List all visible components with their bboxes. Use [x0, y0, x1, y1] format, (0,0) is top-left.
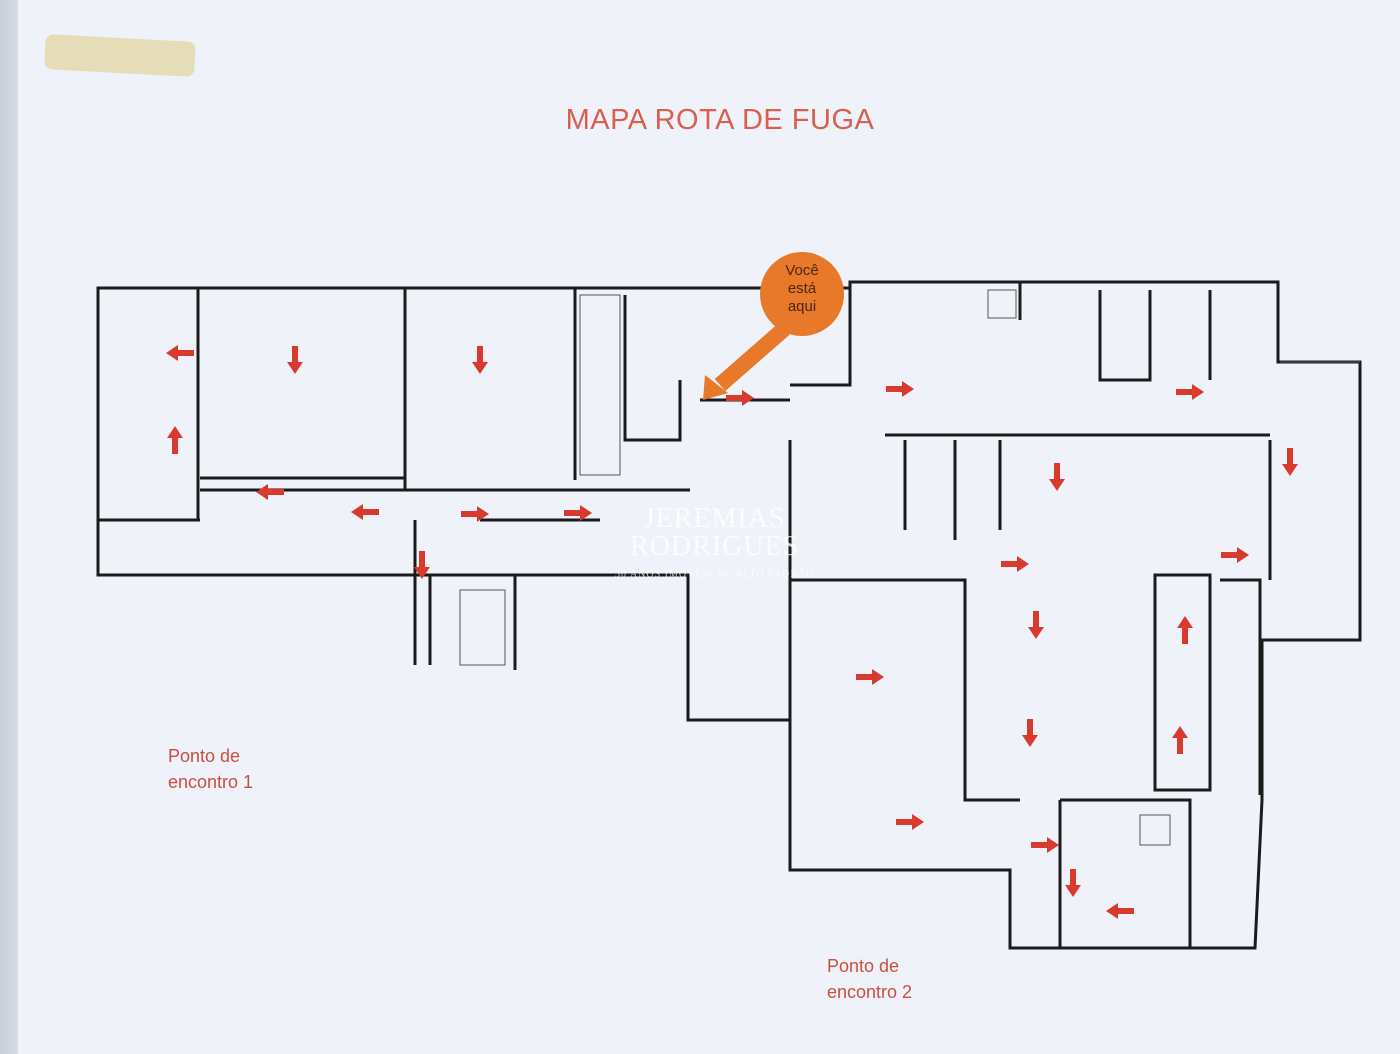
- exit-route-arrow: [1031, 837, 1059, 853]
- watermark-name: RODRIGUES: [630, 531, 800, 562]
- meeting-point-1: Ponto de encontro 1: [168, 743, 253, 795]
- interior-details: [459, 289, 1360, 846]
- watermark: JEREMIAS RODRIGUES 30 ANOS IMÓVEIS DE AL…: [615, 505, 814, 589]
- marker-text: aqui: [787, 298, 817, 315]
- marker-text: Você: [785, 262, 819, 279]
- meeting-label: encontro 2: [827, 982, 913, 1002]
- exit-route-arrow: [1028, 611, 1044, 639]
- exit-route-arrow: [1221, 547, 1249, 563]
- exit-route-arrow: [167, 426, 183, 454]
- exit-route-arrow: [1022, 719, 1038, 747]
- meeting-label: Ponto de: [168, 746, 241, 766]
- exit-route-arrow: [726, 390, 754, 406]
- exit-route-arrow: [1065, 869, 1081, 897]
- you-are-here-marker: Você está aqui: [760, 252, 844, 336]
- meeting-label: Ponto de: [827, 956, 900, 976]
- exit-route-arrow: [1177, 616, 1193, 644]
- meeting-point-2: Ponto de encontro 2: [827, 953, 912, 1005]
- exit-route-arrow: [1172, 726, 1188, 754]
- exit-route-arrow: [1106, 903, 1134, 919]
- exit-route-arrow: [1001, 556, 1029, 572]
- paper-sheet: [18, 0, 1400, 1054]
- exit-route-arrow: [472, 346, 488, 374]
- exit-route-arrow: [886, 381, 914, 397]
- marker-text: está: [787, 280, 817, 297]
- exit-route-arrow: [166, 345, 194, 361]
- you-are-here-arrowhead: [703, 375, 728, 400]
- exit-route-arrow: [1176, 384, 1204, 400]
- exit-route-arrow: [1049, 463, 1065, 491]
- watermark-tagline: 30 ANOS IMÓVEIS DE ALTO PADRÃO: [615, 569, 815, 580]
- exit-route-arrow: [564, 505, 592, 521]
- exit-route-arrow: [414, 551, 430, 579]
- evacuation-arrows: [166, 345, 1298, 919]
- exit-route-arrow: [351, 504, 379, 520]
- exit-route-arrow: [1282, 448, 1298, 476]
- map-title: MAPA ROTA DE FUGA: [565, 104, 875, 136]
- exit-route-arrow: [461, 506, 489, 522]
- watermark-name: JEREMIAS: [643, 503, 786, 534]
- exit-route-arrow: [287, 346, 303, 374]
- meeting-label: encontro 1: [168, 772, 254, 792]
- exit-route-arrow: [256, 484, 284, 500]
- exit-route-arrow: [856, 669, 884, 685]
- exit-route-arrow: [896, 814, 924, 830]
